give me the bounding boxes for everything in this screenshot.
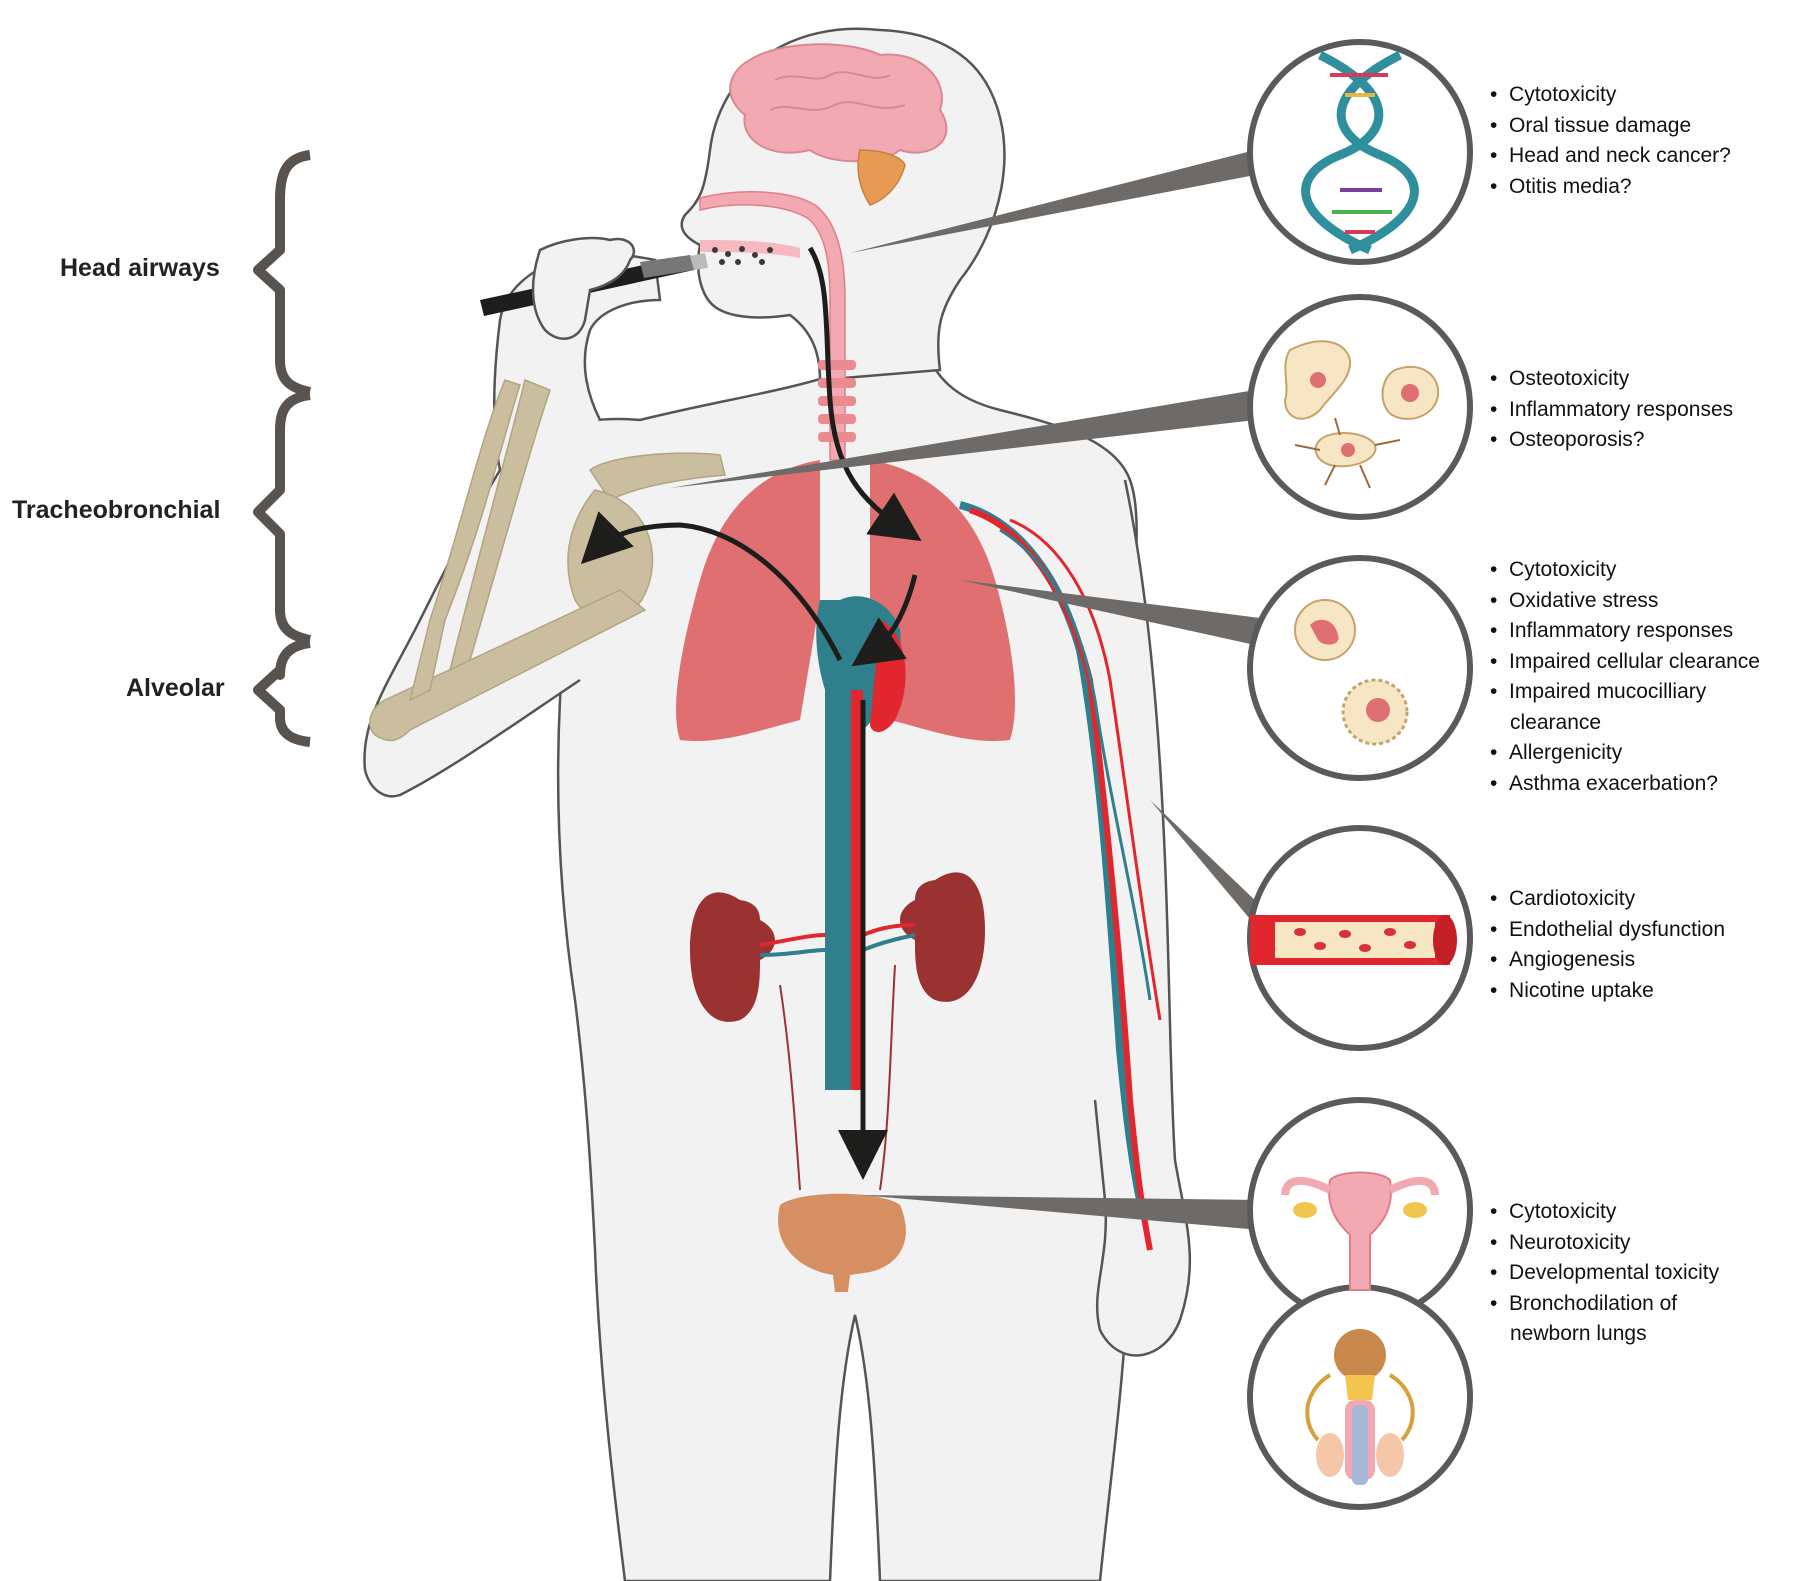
effect-item: Head and neck cancer? bbox=[1490, 141, 1731, 172]
effects-oral: Cytotoxicity Oral tissue damage Head and… bbox=[1490, 80, 1731, 202]
effect-item: Osteoporosis? bbox=[1490, 425, 1733, 456]
effect-item: Impaired mucocilliary bbox=[1490, 677, 1760, 708]
female-reproductive-icon bbox=[1281, 1171, 1439, 1291]
bladder bbox=[778, 1193, 906, 1292]
brain-illustration bbox=[729, 43, 948, 206]
effect-item: Cytotoxicity bbox=[1490, 1197, 1719, 1228]
effect-item: Cytotoxicity bbox=[1490, 555, 1760, 586]
region-braces bbox=[253, 150, 312, 747]
lung-cells-circle bbox=[1247, 555, 1473, 781]
pointer-lung bbox=[960, 580, 1260, 645]
pointer-bladder bbox=[860, 1195, 1260, 1230]
effect-item: Developmental toxicity bbox=[1490, 1258, 1719, 1289]
effect-item: Angiogenesis bbox=[1490, 945, 1725, 976]
effects-vascular: Cardiotoxicity Endothelial dysfunction A… bbox=[1490, 884, 1725, 1006]
arrow-airway-to-lung bbox=[807, 246, 922, 542]
pointer-bone bbox=[670, 390, 1255, 488]
effect-item: Asthma exacerbation? bbox=[1490, 769, 1760, 800]
effect-item: Nicotine uptake bbox=[1490, 976, 1725, 1007]
effects-reproductive: Cytotoxicity Neurotoxicity Developmental… bbox=[1490, 1197, 1719, 1350]
effect-item: Bronchodilation of bbox=[1490, 1289, 1719, 1320]
effect-item: Oxidative stress bbox=[1490, 586, 1760, 617]
effect-item: Osteotoxicity bbox=[1490, 364, 1733, 395]
pointer-oral bbox=[850, 150, 1255, 253]
effect-item: Allergenicity bbox=[1490, 738, 1760, 769]
kidneys bbox=[690, 872, 985, 1191]
blood-vessel-circle bbox=[1247, 825, 1473, 1051]
effect-item: Inflammatory responses bbox=[1490, 395, 1733, 426]
effects-lung: Cytotoxicity Oxidative stress Inflammato… bbox=[1490, 555, 1760, 799]
brace-tracheobronchial bbox=[253, 390, 312, 645]
arrow-lung-to-heart bbox=[851, 574, 918, 667]
label-head-airways: Head airways bbox=[60, 254, 220, 282]
dna-circle bbox=[1247, 39, 1473, 265]
pointers bbox=[670, 150, 1260, 1230]
effect-item: Endothelial dysfunction bbox=[1490, 915, 1725, 946]
effects-bone: Osteotoxicity Inflammatory responses Ost… bbox=[1490, 364, 1733, 456]
effect-item: Inflammatory responses bbox=[1490, 616, 1760, 647]
bone-cells-circle bbox=[1247, 294, 1473, 520]
label-tracheobronchial: Tracheobronchial bbox=[12, 496, 221, 524]
arrow-heart-to-bone bbox=[580, 511, 843, 662]
effect-item: Otitis media? bbox=[1490, 172, 1731, 203]
pointer-vascular bbox=[1150, 800, 1260, 925]
effect-item-continuation: newborn lungs bbox=[1510, 1322, 1647, 1345]
flow-arrows bbox=[580, 246, 922, 1180]
effect-item: Neurotoxicity bbox=[1490, 1228, 1719, 1259]
effect-item: Cardiotoxicity bbox=[1490, 884, 1725, 915]
label-alveolar: Alveolar bbox=[126, 674, 225, 702]
effect-item-continuation: clearance bbox=[1510, 710, 1602, 734]
reproductive-circles bbox=[1247, 1097, 1473, 1510]
effect-item: Oral tissue damage bbox=[1490, 111, 1731, 142]
brace-head-airways bbox=[253, 150, 312, 397]
effect-item: Impaired cellular clearance bbox=[1490, 647, 1760, 678]
brace-alveolar bbox=[253, 638, 311, 747]
effect-item: Cytotoxicity bbox=[1490, 80, 1731, 111]
hand bbox=[531, 236, 636, 340]
body-silhouette bbox=[363, 27, 1192, 1581]
male-reproductive-icon bbox=[1305, 1329, 1415, 1485]
aerosol-particles bbox=[712, 246, 773, 265]
